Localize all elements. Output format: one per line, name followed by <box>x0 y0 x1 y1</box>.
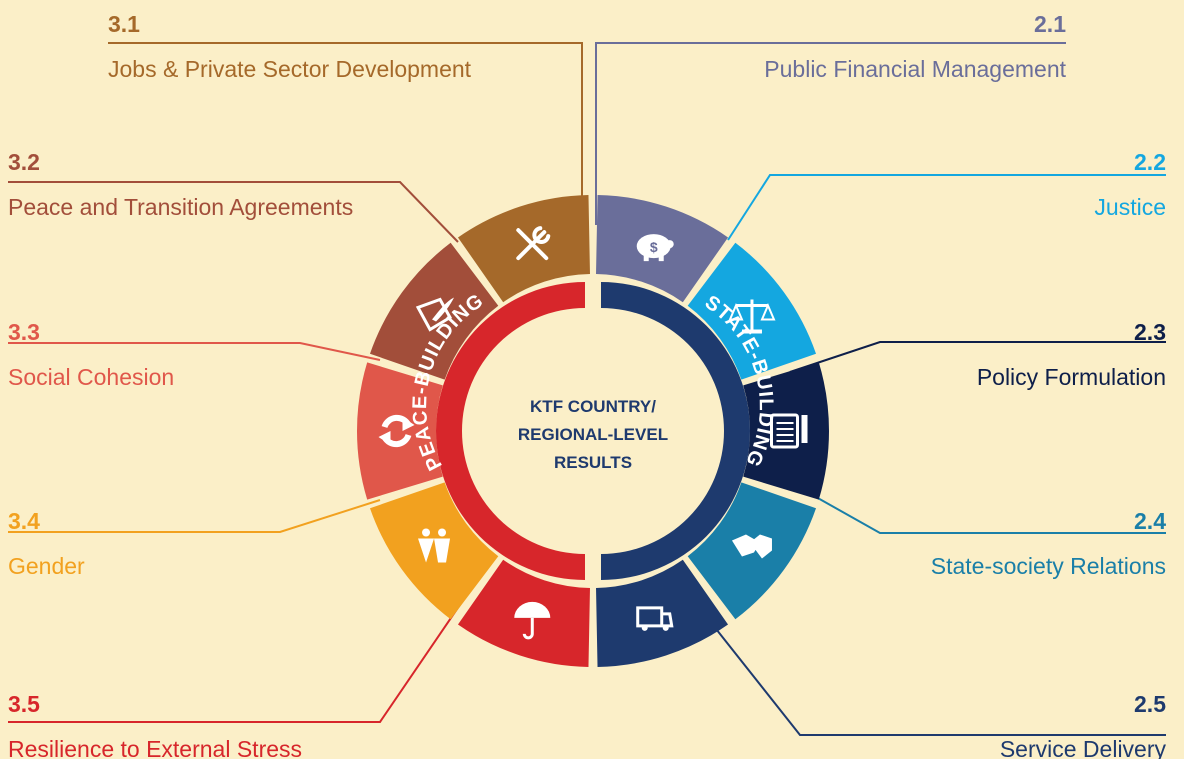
leader-3-5 <box>8 589 471 723</box>
document-signing-icon <box>415 297 455 332</box>
leader-2-4 <box>799 487 1166 534</box>
leader-2-2 <box>727 174 1166 241</box>
item-number-2-2: 2.2 <box>1134 149 1166 175</box>
center-title-line1: KTF COUNTRY/ <box>530 397 656 416</box>
item-number-3-2: 3.2 <box>8 149 40 175</box>
segment-3-3 <box>356 362 443 500</box>
leader-2-3 <box>789 341 1166 373</box>
notebook-pen-icon <box>770 413 808 449</box>
outer-ring <box>356 195 829 667</box>
segment-3-1 <box>457 195 590 303</box>
cycle-arrows-icon <box>378 414 415 448</box>
svg-text:$: $ <box>650 239 658 255</box>
center-title-line2: REGIONAL-LEVEL <box>518 425 668 444</box>
item-label-3-5: Resilience to External Stress <box>8 736 302 759</box>
peace-building-arc <box>436 282 585 580</box>
segment-3-2 <box>369 242 499 380</box>
item-number-2-3: 2.3 <box>1134 319 1166 345</box>
item-number-2-1: 2.1 <box>1034 11 1066 37</box>
item-label-2-3: Policy Formulation <box>977 364 1166 390</box>
umbrella-icon <box>514 601 551 640</box>
gender-icon <box>418 528 451 563</box>
leader-3-1 <box>108 42 583 225</box>
item-number-3-1: 3.1 <box>108 11 140 37</box>
handshake-icon <box>731 534 772 559</box>
leader-2-1 <box>595 42 1066 225</box>
leader-2-5 <box>704 614 1166 736</box>
item-label-3-3: Social Cohesion <box>8 364 174 390</box>
segment-2-3 <box>743 362 829 500</box>
item-number-2-4: 2.4 <box>1134 508 1166 534</box>
icon-group: $ <box>378 226 808 640</box>
item-label-3-2: Peace and Transition Agreements <box>8 194 353 220</box>
state-building-arc <box>601 282 750 580</box>
item-label-2-1: Public Financial Management <box>764 56 1066 82</box>
item-label-2-4: State-society Relations <box>931 553 1166 579</box>
item-number-3-5: 3.5 <box>8 691 40 717</box>
item-label-2-2: Justice <box>1094 194 1166 220</box>
center-title-line3: RESULTS <box>554 453 632 472</box>
item-label-3-1: Jobs & Private Sector Development <box>108 56 472 82</box>
truck-icon <box>636 606 674 631</box>
tools-icon <box>516 226 551 261</box>
segment-3-4 <box>369 482 499 620</box>
piggy-bank-icon: $ <box>636 234 674 262</box>
leader-3-3 <box>8 342 381 361</box>
item-label-3-4: Gender <box>8 553 85 579</box>
scales-icon <box>728 299 776 334</box>
leader-lines <box>8 42 1166 736</box>
item-number-3-4: 3.4 <box>8 508 40 534</box>
item-label-2-5: Service Delivery <box>1000 736 1167 759</box>
item-number-3-3: 3.3 <box>8 319 40 345</box>
leader-3-2 <box>8 181 459 243</box>
item-number-2-5: 2.5 <box>1134 691 1166 717</box>
center-disc <box>470 308 716 554</box>
leader-3-4 <box>8 499 381 533</box>
